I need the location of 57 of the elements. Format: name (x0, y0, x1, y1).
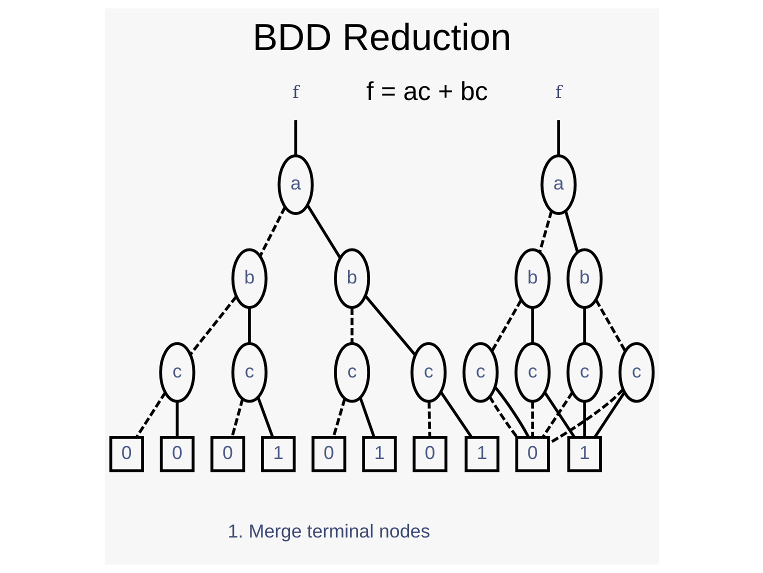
connector (427, 401, 431, 438)
node-box: 0 (514, 436, 550, 472)
connector (488, 396, 518, 438)
node-ellipse: c (158, 342, 195, 403)
connector (593, 392, 625, 438)
connector (332, 398, 346, 438)
connector (564, 210, 578, 253)
connector (493, 386, 530, 438)
node-ellipse: a (540, 154, 576, 215)
connector (175, 401, 178, 438)
connector (350, 308, 353, 344)
connector (594, 299, 626, 352)
connector (188, 296, 237, 356)
node-box: 1 (464, 436, 499, 472)
node-ellipse: b (333, 248, 370, 309)
node-ellipse: a (277, 154, 314, 215)
node-ellipse: c (514, 342, 550, 403)
node-ellipse: c (230, 342, 268, 403)
diagram-title: BDD Reduction (252, 16, 511, 58)
node-ellipse: b (514, 248, 550, 309)
node-text: f (554, 83, 562, 104)
connector (582, 308, 586, 344)
connector (294, 120, 297, 156)
node-ellipse: b (566, 248, 602, 309)
connector (258, 206, 286, 257)
connector (530, 308, 534, 344)
connector (306, 204, 341, 259)
connector (582, 401, 586, 438)
connector (490, 299, 522, 352)
node-box: 0 (412, 436, 447, 472)
node-ellipse: b (230, 248, 268, 309)
node-box: 0 (311, 436, 346, 472)
connector (256, 397, 274, 438)
connector (364, 294, 416, 356)
node-ellipse: c (566, 342, 602, 403)
label: f = ac + bc (366, 76, 488, 106)
node-text: f (292, 83, 298, 104)
node-box: 0 (108, 436, 144, 472)
node-ellipse: c (618, 342, 654, 403)
connector (538, 210, 552, 253)
caption: 1. Merge terminal nodes (227, 520, 430, 542)
connector (230, 398, 244, 438)
node-ellipse: c (410, 342, 446, 403)
connector (134, 392, 166, 438)
connector (530, 401, 534, 438)
node-box: 0 (210, 436, 245, 472)
connector (439, 391, 472, 438)
connector (548, 388, 624, 445)
node-box: 1 (362, 436, 396, 472)
connector (248, 308, 250, 344)
node-box: 1 (260, 436, 296, 472)
connector (358, 397, 376, 438)
node-ellipse: c (333, 342, 370, 403)
connector (556, 120, 560, 156)
node-box: 1 (566, 436, 602, 472)
node-box: 0 (159, 436, 194, 472)
node-ellipse: c (462, 342, 498, 403)
